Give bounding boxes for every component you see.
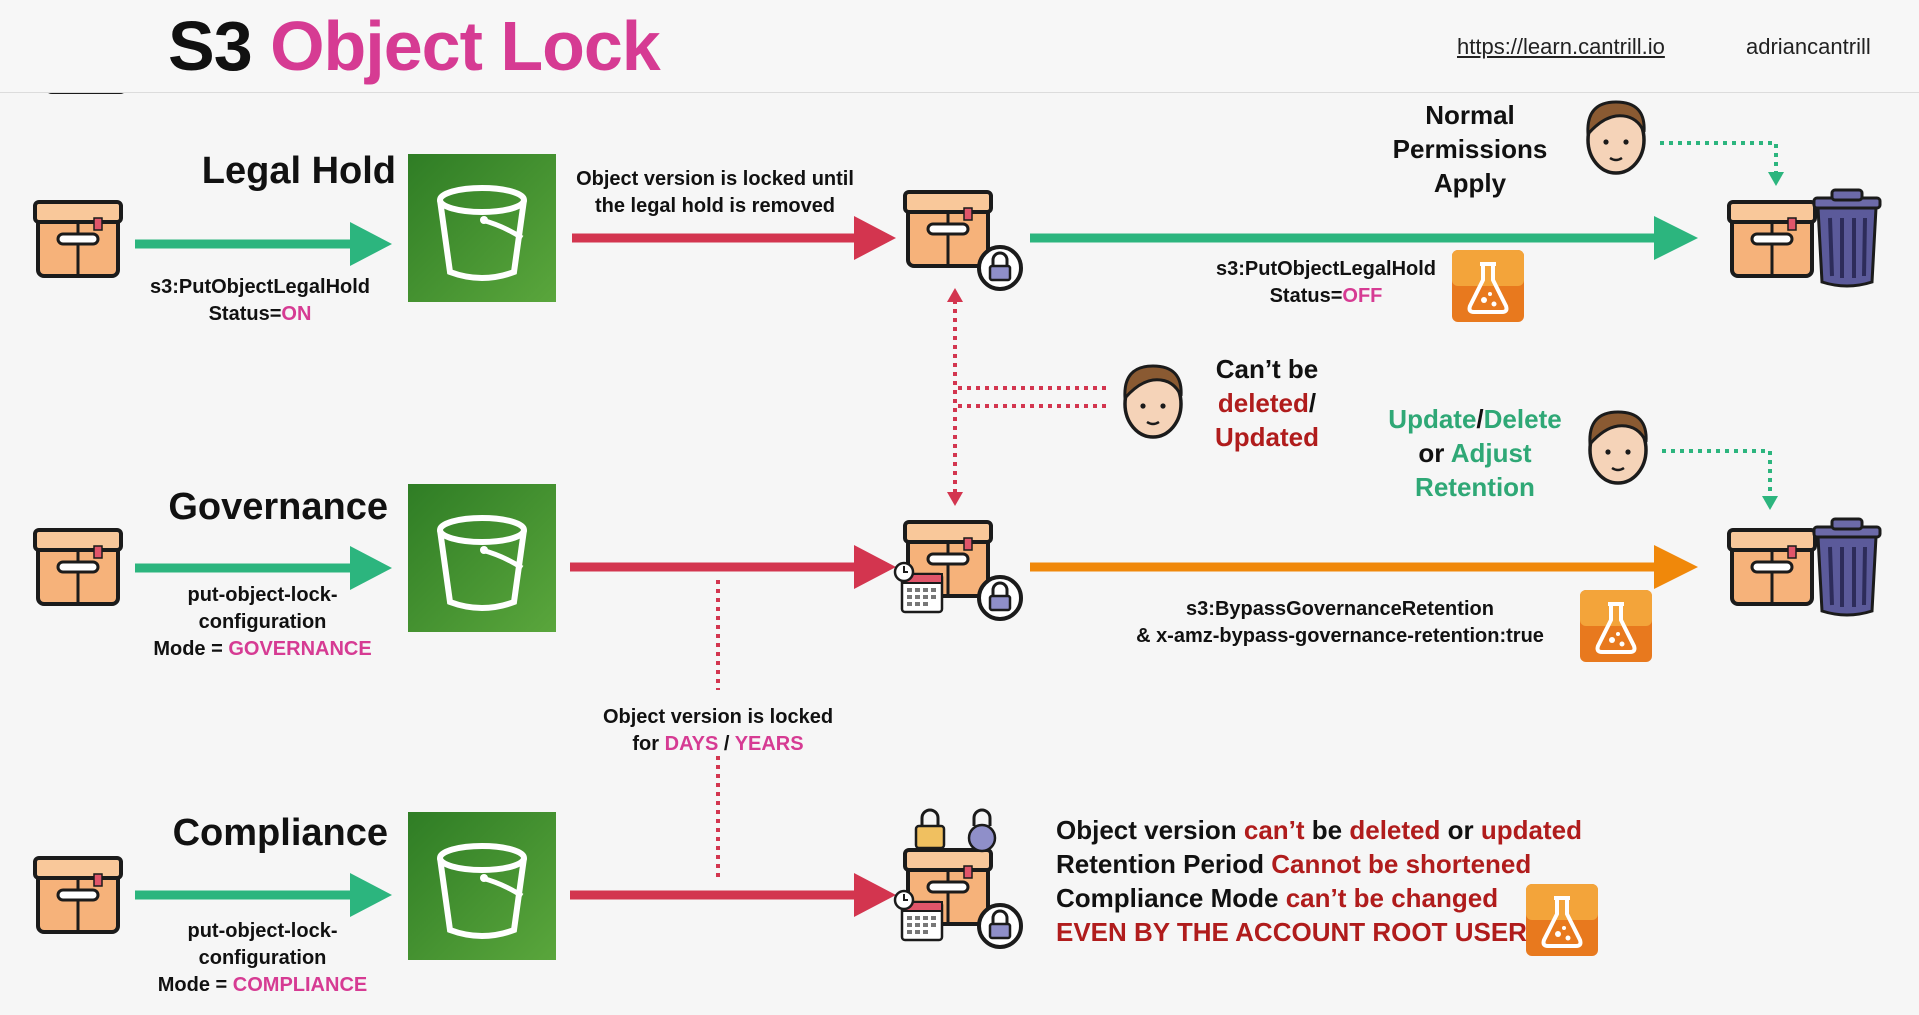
red-arrow [572,216,896,260]
cant-delete-note: Can’t be deleted/ Updated [1215,354,1319,452]
legal-hold-off-api: s3:PutObjectLegalHold Status=OFF [1215,258,1437,307]
object-icon [33,528,123,606]
retention-note: Object version is locked for DAYS / YEAR… [602,706,834,755]
legal-hold-lock-note: Object version is locked until the legal… [576,168,854,217]
s3-bucket-icon [408,154,556,302]
dotted-link [947,288,1110,506]
compliance-object-icon [893,808,1023,949]
s3-bucket-icon [408,484,556,632]
header-bar [0,0,1919,93]
compliance-label: Compliance [172,812,388,854]
red-arrow [570,873,896,917]
user-face-icon [1586,100,1646,175]
object-icon [33,200,123,278]
object-icon [33,856,123,934]
dotted-arrow [1660,141,1784,186]
governance-bypass-note: s3:BypassGovernanceRetention & x-amz-byp… [1136,598,1544,647]
legal-hold-label: Legal Hold [201,150,396,192]
trash-can-icon [1812,517,1882,617]
flask-icon [1450,248,1526,324]
user-face-icon [1123,364,1183,439]
object-icon [1727,528,1817,606]
green-arrow [135,222,392,266]
object-icon [1727,200,1817,278]
governance-override-note: Update/Delete or Adjust Retention [1388,404,1562,502]
compliance-description: Object version can’t be deleted or updat… [1056,815,1582,947]
twitter-handle[interactable]: adriancantrill [1746,34,1871,59]
green-arrow [135,873,392,917]
s3-bucket-icon [408,812,556,960]
red-arrow [570,545,896,589]
user-face-icon [1588,410,1648,485]
website-link[interactable]: https://learn.cantrill.io [1457,34,1665,59]
trash-can-icon [1812,188,1882,288]
dotted-arrow [1662,449,1778,510]
legal-hold-api: s3:PutObjectLegalHold Status=ON [149,276,371,325]
retention-object-icon [893,520,1023,621]
locked-object-icon [903,190,1023,291]
compliance-api: put-object-lock-configuration Mode = COM… [157,920,368,996]
governance-label: Governance [168,486,388,528]
flask-icon [1578,588,1654,664]
normal-permissions-note: Normal Permissions Apply [1392,100,1548,198]
green-arrow [1030,216,1698,260]
green-arrow [135,546,392,590]
orange-arrow [1030,545,1698,589]
governance-api: put-object-lock-configuration Mode = GOV… [153,584,372,660]
page-title: S3 Object Lock [168,7,661,85]
